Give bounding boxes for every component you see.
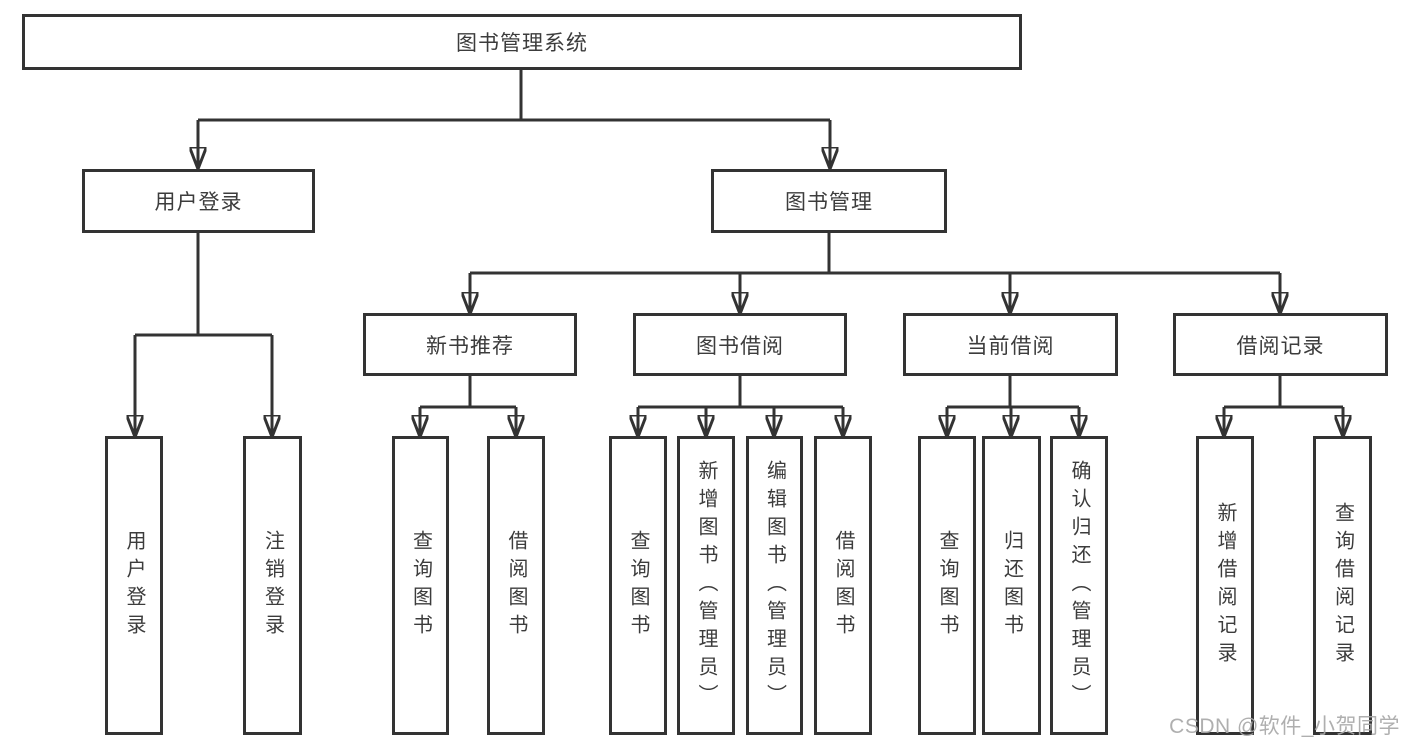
- connector-root-to-level2: [198, 68, 830, 168]
- node-leaf-confirm-return-admin: 确认归还（管理员）: [1050, 436, 1108, 735]
- node-leaf-add-borrow-record-label: 新增借阅记录: [1214, 501, 1236, 670]
- node-leaf-borrow-books-label: 借阅图书: [832, 529, 854, 642]
- node-leaf-logout: 注销登录: [243, 436, 302, 735]
- connector-book-borrow-to-children: [638, 376, 843, 436]
- connector-new-book-rec-to-children: [420, 376, 516, 436]
- node-new-book-recommendation: 新书推荐: [363, 313, 577, 376]
- node-leaf-borrow-books-rec: 借阅图书: [487, 436, 545, 735]
- node-root-system-label: 图书管理系统: [456, 32, 588, 55]
- node-leaf-confirm-return-admin-label: 确认归还（管理员）: [1068, 459, 1090, 712]
- node-leaf-user-login: 用户登录: [105, 436, 163, 735]
- node-leaf-edit-books-admin-label: 编辑图书（管理员）: [763, 459, 786, 712]
- node-leaf-query-books-rec: 查询图书: [392, 436, 449, 735]
- node-leaf-return-books-label: 归还图书: [1000, 529, 1023, 642]
- node-leaf-return-books: 归还图书: [982, 436, 1041, 735]
- node-leaf-query-books-borrow: 查询图书: [609, 436, 667, 735]
- node-leaf-logout-label: 注销登录: [261, 529, 284, 642]
- node-root-system: 图书管理系统: [22, 14, 1022, 70]
- node-leaf-borrow-books: 借阅图书: [814, 436, 872, 735]
- node-borrowing-records-label: 借阅记录: [1236, 334, 1325, 358]
- node-new-book-recommendation-label: 新书推荐: [426, 334, 514, 358]
- node-book-borrowing-label: 图书借阅: [696, 334, 784, 358]
- node-leaf-query-books-current: 查询图书: [918, 436, 976, 735]
- node-leaf-edit-books-admin: 编辑图书（管理员）: [746, 436, 803, 735]
- node-leaf-add-books-admin: 新增图书（管理员）: [677, 436, 735, 735]
- connector-user-login-to-children: [135, 233, 272, 436]
- node-leaf-add-books-admin-label: 新增图书（管理员）: [695, 459, 717, 712]
- node-current-borrowing: 当前借阅: [903, 313, 1118, 376]
- node-leaf-query-books-borrow-label: 查询图书: [627, 529, 649, 642]
- node-book-management: 图书管理: [711, 169, 947, 233]
- node-leaf-query-books-rec-label: 查询图书: [409, 529, 432, 642]
- node-current-borrowing-label: 当前借阅: [966, 334, 1055, 358]
- node-leaf-add-borrow-record: 新增借阅记录: [1196, 436, 1254, 735]
- node-leaf-query-books-current-label: 查询图书: [936, 529, 958, 642]
- node-book-borrowing: 图书借阅: [633, 313, 847, 376]
- node-leaf-query-borrow-record-label: 查询借阅记录: [1331, 501, 1354, 670]
- csdn-watermark: CSDN @软件_小贺同学: [1169, 715, 1400, 738]
- node-book-management-label: 图书管理: [785, 191, 873, 214]
- node-leaf-query-borrow-record: 查询借阅记录: [1313, 436, 1372, 735]
- node-user-login: 用户登录: [82, 169, 315, 233]
- node-borrowing-records: 借阅记录: [1173, 313, 1388, 376]
- node-leaf-user-login-label: 用户登录: [123, 529, 145, 642]
- connector-borrow-records-to-children: [1224, 376, 1343, 436]
- connector-current-borrow-to-children: [947, 376, 1079, 436]
- node-leaf-borrow-books-rec-label: 借阅图书: [505, 529, 527, 642]
- node-user-login-label: 用户登录: [154, 191, 243, 214]
- connector-book-management-to-level3: [470, 233, 1280, 313]
